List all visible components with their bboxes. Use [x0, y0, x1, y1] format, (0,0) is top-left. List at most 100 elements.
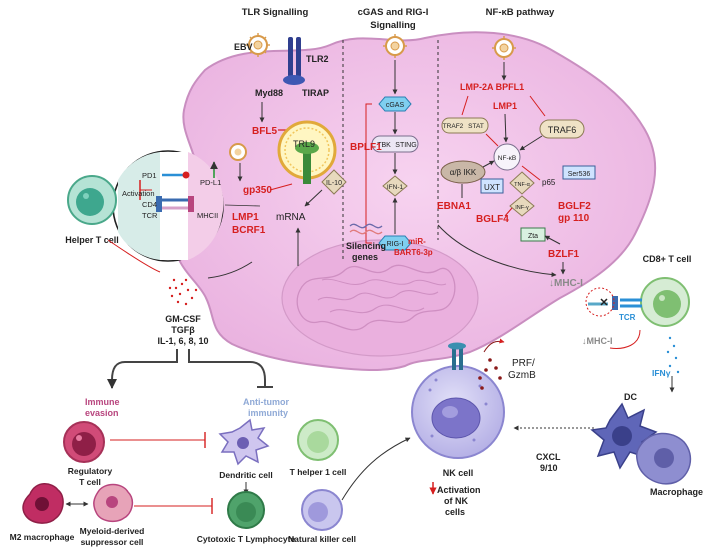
label-bzlf1: BZLF1 — [548, 249, 580, 260]
label-nk-cell: NK cell — [443, 468, 474, 478]
label-bglf2-line1: BGLF2 — [558, 201, 591, 212]
label-treg-line1: Regulatory — [68, 466, 113, 476]
rigi-hexagon — [378, 235, 412, 251]
arrow-nk-small-to-nk — [341, 437, 411, 501]
ifny-dots-icon — [666, 336, 680, 374]
label-bcrf1: BCRF1 — [232, 225, 266, 236]
synapse-zoom-circle — [112, 150, 224, 262]
tcr-mhc-interaction — [585, 287, 642, 317]
arrow-il10-mrna — [304, 189, 323, 207]
cgas-hexagon — [378, 96, 412, 112]
label-ebna1: EBNA1 — [437, 201, 471, 212]
label-ifny: IFNγ — [652, 368, 671, 378]
label-ikk: α/β IKK — [450, 168, 477, 177]
dendritic-cell-icon — [218, 418, 270, 466]
arrow-ikk-nfkb — [482, 160, 495, 168]
label-mir-line1: miR- — [408, 237, 426, 246]
label-cxcl-line1: CXCL — [536, 452, 561, 462]
bplf1-inhibition-bracket — [365, 103, 372, 244]
ebv-virus-icon — [246, 33, 270, 57]
header-cgas-line1: cGAS and RIG-I — [358, 7, 429, 18]
nfkb-circle — [493, 143, 521, 171]
label-p65: p65 — [542, 178, 556, 187]
label-infy: INF-γ — [515, 205, 529, 211]
label-macrophage: Macrophage — [650, 487, 703, 497]
label-prf-line2: GzmB — [508, 370, 536, 381]
ser536-box — [562, 165, 596, 180]
label-ctl: Cytotoxic T Lymphocyte — [197, 534, 296, 544]
tnfa-diamond — [509, 171, 535, 195]
label-cytokine-line3: IL-1, 6, 8, 10 — [157, 336, 208, 346]
cytokine-dots-icon — [168, 278, 198, 306]
label-tirap: TIRAP — [302, 88, 329, 98]
label-trl9: TRL9 — [293, 139, 315, 149]
label-dendritic-cell: Dendritic cell — [219, 470, 272, 480]
uxt-box — [480, 178, 504, 194]
regulatory-t-cell-icon — [63, 421, 105, 463]
label-immune-evasion-line2: evasion — [85, 408, 119, 418]
label-lmp1-right: LMP1 — [493, 101, 517, 111]
label-anti-tumor-line2: immunity — [248, 408, 288, 418]
link-tumor-cytokines — [207, 261, 253, 279]
label-ser536: Ser536 — [568, 171, 591, 178]
inhibit-bglf4-infy — [504, 207, 513, 217]
virus-icon-cgas — [383, 34, 407, 58]
label-myd88: Myd88 — [255, 88, 283, 98]
label-mir-line2: BART6-3p — [394, 248, 433, 257]
trl9-endosome-icon — [277, 120, 337, 184]
label-traf2: TRAF2 — [443, 123, 464, 130]
arrow-bzlf1-zta — [544, 235, 561, 245]
label-tlr2: TLR2 — [306, 54, 329, 64]
label-mhcii: MHCII — [197, 211, 218, 220]
arrow-traf6-nfkb — [519, 135, 543, 151]
label-immune-evasion-line1: Immune — [85, 397, 120, 407]
label-tbk: TBK — [377, 142, 391, 149]
label-activation-synapse: Activation — [122, 189, 155, 198]
label-dc: DC — [624, 392, 637, 402]
label-tcr-synapse: TCR — [142, 211, 158, 220]
inhibit-lmp2a-traf2 — [461, 95, 469, 116]
label-pd1: PD1 — [142, 171, 157, 180]
traf2-stat-complex — [441, 117, 489, 134]
inhibit-traf2-nfkb — [485, 133, 499, 147]
label-uxt: UXT — [484, 183, 500, 192]
label-nk-small: Natural killer cell — [288, 534, 356, 544]
label-sting: STING — [395, 142, 416, 149]
label-rigi: RIG-I — [387, 241, 404, 248]
label-cytokine-line2: TGFβ — [171, 325, 195, 335]
label-treg-line2: T cell — [79, 477, 101, 487]
tlr2-receptor-icon — [283, 37, 305, 85]
label-mdsc-line2: suppressor cell — [81, 537, 144, 547]
inhibit-cytokines-helper-t — [107, 239, 161, 273]
virus-icon-nfkb — [492, 36, 516, 60]
label-traf6: TRAF6 — [548, 125, 577, 135]
arrow-lmp1-nfkb — [503, 113, 509, 143]
label-cxcl-line2: 9/10 — [540, 463, 558, 473]
zta-box — [520, 227, 546, 242]
nucleus — [281, 239, 479, 357]
label-mhc1-outside: ↓MHC-I — [582, 336, 613, 346]
label-nk-activation-line2: of NK — [444, 496, 468, 506]
helper-t-cell-icon — [67, 175, 117, 225]
label-m2-macrophage: M2 macrophage — [10, 532, 75, 542]
natural-killer-cell-icon — [301, 489, 343, 531]
header-tlr: TLR Signalling — [242, 7, 309, 18]
label-bfl5: BFL5 — [252, 126, 277, 137]
label-lmp1-left: LMP1 — [232, 212, 259, 223]
label-silencing-line1: Silencing — [346, 241, 386, 251]
inhibit-lmp2a-traf6 — [529, 95, 546, 117]
label-tcr-right: TCR — [619, 313, 636, 322]
label-stat: STAT — [468, 123, 484, 130]
label-mdsc-line1: Myeloid-derived — [80, 526, 145, 536]
traf6-box — [539, 119, 585, 139]
label-prf-line1: PRF/ — [512, 358, 535, 369]
tbk-sting-complex — [371, 135, 419, 153]
cd8-t-cell-icon — [640, 277, 690, 327]
label-t-helper-1: T helper 1 cell — [290, 467, 347, 477]
label-anti-tumor-line1: Anti-tumor — [243, 397, 289, 407]
label-helper-t-cell: Helper T cell — [65, 235, 119, 245]
dna-helix-icon — [349, 223, 383, 235]
label-cytokine-line1: GM-CSF — [165, 314, 201, 324]
tumor-cell — [174, 31, 657, 371]
